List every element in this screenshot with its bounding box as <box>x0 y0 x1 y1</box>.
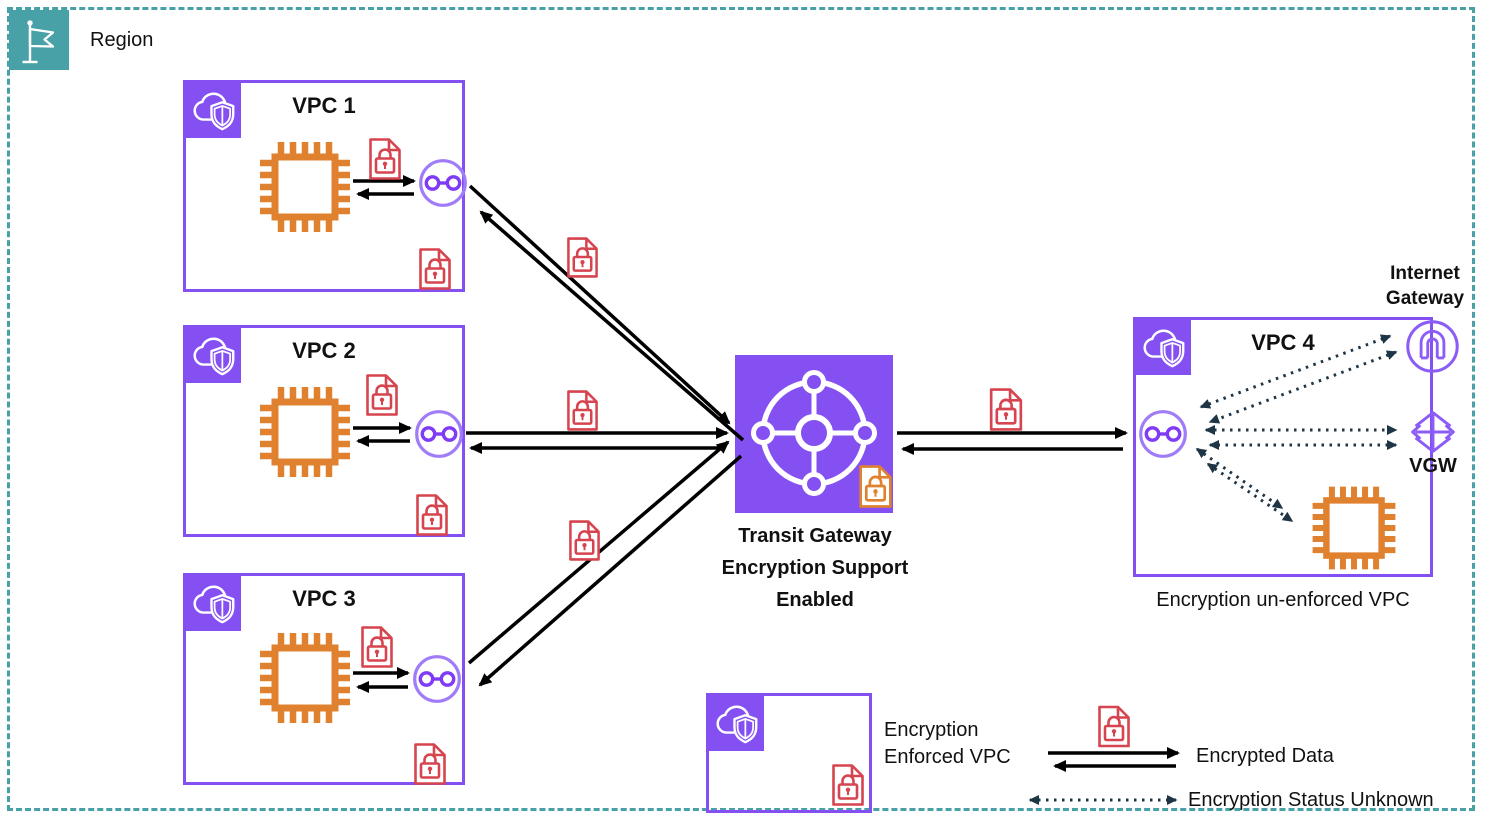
vgw-label: VGW <box>1409 455 1457 477</box>
cloud-shield-icon <box>193 337 235 376</box>
flag-icon <box>22 20 55 64</box>
region-boundary <box>7 7 1475 811</box>
cloud-shield-icon <box>1143 329 1185 368</box>
vpc4-title: VPC 4 <box>1251 330 1315 355</box>
legend-vpc-badge <box>706 693 764 751</box>
cloud-shield-icon <box>193 585 235 624</box>
vpc1-box: VPC 1 <box>183 80 465 292</box>
vpc2-badge <box>183 325 241 383</box>
region-badge <box>9 10 69 70</box>
legend-encrypted-data-label: Encrypted Data <box>1196 745 1334 767</box>
tgw-label-line1: Transit Gateway <box>738 525 892 547</box>
legend-status-unknown-label: Encryption Status Unknown <box>1188 789 1434 811</box>
vpc3-title: VPC 3 <box>292 586 356 611</box>
vpc1-badge <box>183 80 241 138</box>
transit-gateway-label: Transit Gateway Encryption Support Enabl… <box>665 520 965 616</box>
vpc3-box: VPC 3 <box>183 573 465 785</box>
legend-enforced-vpc-box <box>706 693 872 813</box>
vpc1-title: VPC 1 <box>292 93 356 118</box>
vpc2-box: VPC 2 <box>183 325 465 537</box>
internet-gateway-label: Internet Gateway <box>1385 263 1465 309</box>
vpc2-title: VPC 2 <box>292 338 356 363</box>
cloud-shield-icon <box>716 705 758 744</box>
legend-enforced-vpc-label: Encryption Enforced VPC <box>884 719 1011 768</box>
vpc4-box: VPC 4 <box>1133 317 1433 577</box>
tgw-label-line3: Enabled <box>776 589 854 611</box>
vpc3-badge <box>183 573 241 631</box>
tgw-label-line2: Encryption Support <box>721 557 909 579</box>
vpc4-badge <box>1133 317 1191 375</box>
region-label: Region <box>90 29 154 51</box>
transit-gateway-icon <box>751 370 877 496</box>
transit-gateway-box <box>735 355 893 513</box>
vpc4-caption: Encryption un-enforced VPC <box>1156 589 1410 611</box>
cloud-shield-icon <box>193 92 235 131</box>
